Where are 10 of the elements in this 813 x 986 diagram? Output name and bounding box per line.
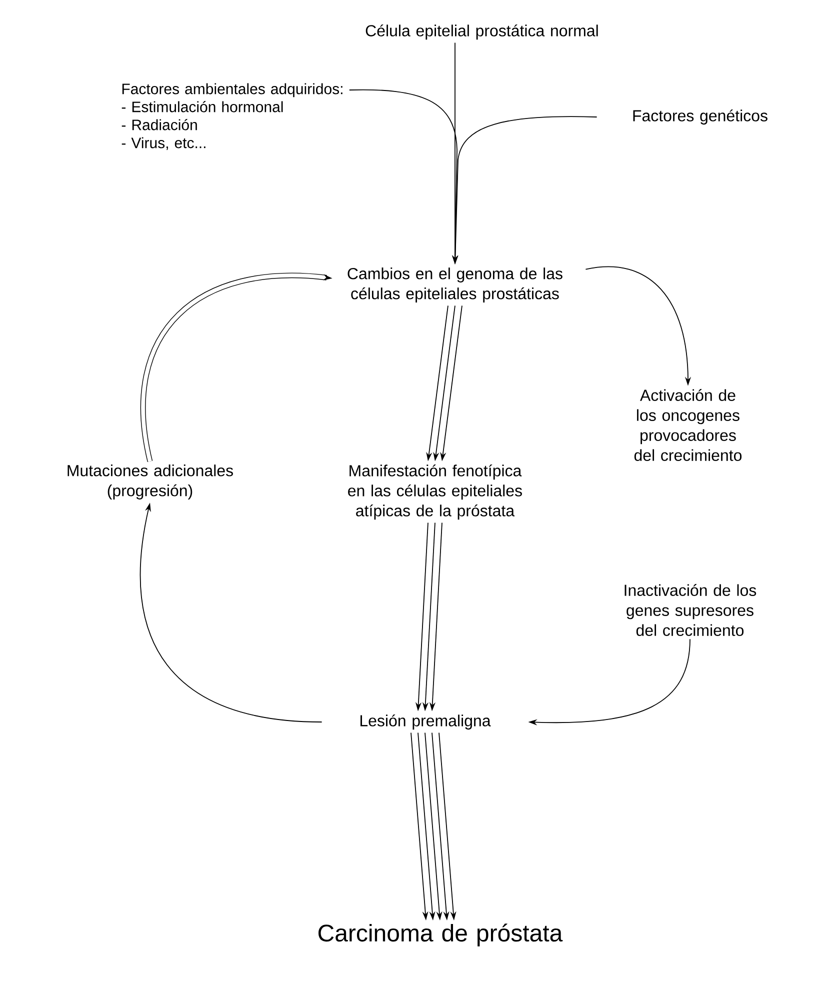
text-label: Manifestación fenotípica en las células epiteliales atípicas de la próstata [348,464,522,520]
text-label: Cambios en el genoma de las células epiteliales prostáticas [348,268,562,302]
text-label: Factores genéticos [633,109,768,125]
text-label: Lesión premaligna [360,714,491,730]
text-label: Inactivación de los genes supresores del crecimiento [624,584,756,636]
text-label: Célula epitelial prostática normal [366,24,598,40]
text-label: Factores ambientales adquiridos: - Estimulación hormonal - Radiación - Virus, etc... [122,83,342,150]
text-label: Carcinoma de próstata [318,924,563,946]
text-label: Mutaciones adicionales (progresión) [68,464,233,500]
text-label: Activación de los oncogenes provocadores del crecimiento [634,389,742,461]
